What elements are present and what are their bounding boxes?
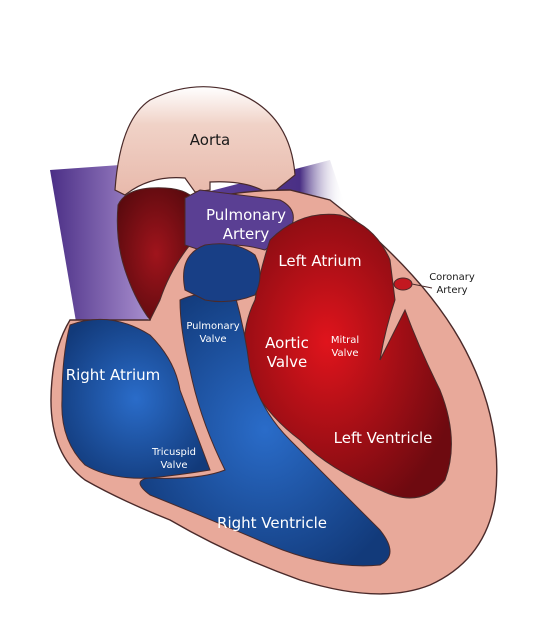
- right-ventricle: [139, 292, 391, 567]
- right-atrium: [61, 318, 211, 479]
- label-pulmonary-artery-2: Artery: [223, 225, 270, 243]
- aorta-vessel: [114, 86, 296, 196]
- label-pulmonary-valve-2: Valve: [199, 334, 226, 345]
- label-left-ventricle: Left Ventricle: [334, 429, 433, 447]
- label-coronary-artery-1: Coronary: [429, 272, 475, 283]
- label-aortic-valve-1: Aortic: [265, 334, 309, 352]
- label-mitral-valve-2: Valve: [331, 348, 358, 359]
- label-mitral-valve-1: Mitral: [331, 335, 359, 346]
- label-pulmonary-artery-1: Pulmonary: [206, 206, 286, 224]
- label-left-atrium: Left Atrium: [278, 252, 361, 270]
- label-pulmonary-valve-1: Pulmonary: [186, 321, 239, 332]
- pulmonary-root: [183, 243, 261, 303]
- label-right-atrium: Right Atrium: [66, 366, 161, 384]
- label-tricuspid-valve-1: Tricuspid: [151, 447, 196, 458]
- coronary-artery-mark: [393, 277, 413, 291]
- label-aorta: Aorta: [190, 131, 230, 149]
- label-coronary-artery-2: Artery: [436, 285, 467, 296]
- aorta-lumen: [116, 187, 196, 321]
- label-tricuspid-valve-2: Valve: [160, 460, 187, 471]
- coronary-pointer: [411, 283, 433, 289]
- label-aortic-valve-2: Valve: [267, 353, 308, 371]
- label-right-ventricle: Right Ventricle: [217, 514, 327, 532]
